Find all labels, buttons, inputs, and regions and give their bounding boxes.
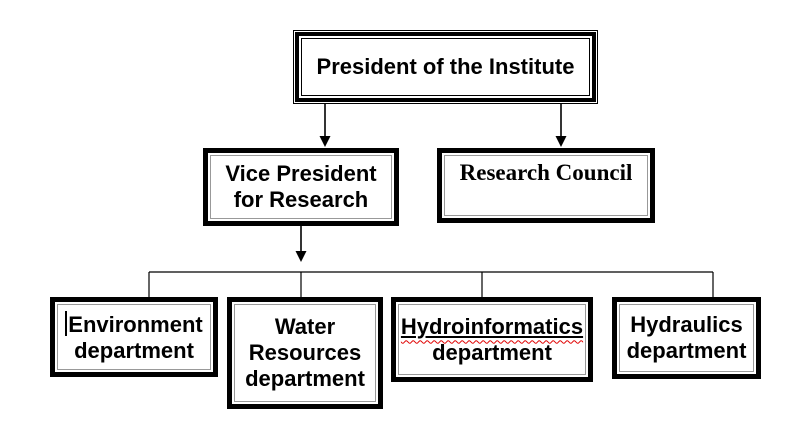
hydroinf-label-line2: department bbox=[432, 339, 552, 365]
president-thick-border: President of the Institute bbox=[295, 32, 596, 102]
node-hydroinformatics-department[interactable]: Hydroinformatics department bbox=[391, 297, 593, 382]
arrowhead-icon bbox=[319, 136, 331, 147]
president-inner-border: President of the Institute bbox=[301, 38, 590, 96]
hydraulics-label-line1: Hydraulics bbox=[630, 312, 743, 337]
water-label-line1: Water bbox=[274, 314, 336, 339]
water-label-line3: department bbox=[245, 366, 365, 391]
hydraulics-label-line2: department bbox=[626, 338, 747, 363]
president-outer-border: President of the Institute bbox=[293, 30, 598, 104]
branch-line bbox=[148, 271, 714, 300]
president-label: President of the Institute bbox=[316, 54, 575, 79]
arrowhead-icon bbox=[295, 251, 307, 262]
environment-word: Environment bbox=[68, 311, 203, 337]
node-water-resources-department[interactable]: Water Resources department bbox=[227, 297, 383, 409]
connector-vp-to-branch bbox=[295, 226, 307, 262]
node-vice-president[interactable]: Vice President for Research bbox=[203, 148, 399, 226]
hydroinf-label-line1: Hydroinformatics bbox=[401, 314, 583, 340]
hydroinf-outer-border: Hydroinformatics department bbox=[391, 297, 593, 382]
hydroinf-inner-border: Hydroinformatics department bbox=[398, 304, 586, 375]
node-president[interactable]: President of the Institute bbox=[293, 30, 598, 104]
vp-inner-border: Vice President for Research bbox=[210, 155, 392, 219]
hydraulics-inner-border: Hydraulics department bbox=[619, 304, 754, 372]
vp-outer-border: Vice President for Research bbox=[203, 148, 399, 226]
water-outer-border: Water Resources department bbox=[227, 297, 383, 409]
connector-president-to-council bbox=[555, 104, 567, 147]
water-label-line2: Resources bbox=[248, 340, 362, 365]
connector-president-to-vp bbox=[319, 104, 331, 147]
hydroinformatics-word: Hydroinformatics bbox=[400, 313, 584, 339]
environment-label-line1: Environment bbox=[65, 310, 203, 338]
vp-label-line2: for Research bbox=[233, 187, 369, 212]
vp-label-line1: Vice President bbox=[225, 161, 377, 186]
arrowhead-icon bbox=[555, 136, 567, 147]
environment-label-line2: department bbox=[74, 337, 194, 363]
water-inner-border: Water Resources department bbox=[234, 304, 376, 402]
council-label: Research Council bbox=[459, 160, 633, 185]
spellcheck-squiggle: Hydroinformatics bbox=[401, 314, 583, 339]
environment-outer-border: Environment department bbox=[50, 297, 218, 377]
council-inner-border: Research Council bbox=[444, 155, 648, 216]
text-caret bbox=[65, 310, 68, 336]
council-outer-border: Research Council bbox=[437, 148, 655, 223]
environment-inner-border: Environment department bbox=[57, 304, 211, 370]
node-environment-department[interactable]: Environment department bbox=[50, 297, 218, 377]
hydraulics-outer-border: Hydraulics department bbox=[612, 297, 761, 379]
node-research-council[interactable]: Research Council bbox=[437, 148, 655, 223]
node-hydraulics-department[interactable]: Hydraulics department bbox=[612, 297, 761, 379]
